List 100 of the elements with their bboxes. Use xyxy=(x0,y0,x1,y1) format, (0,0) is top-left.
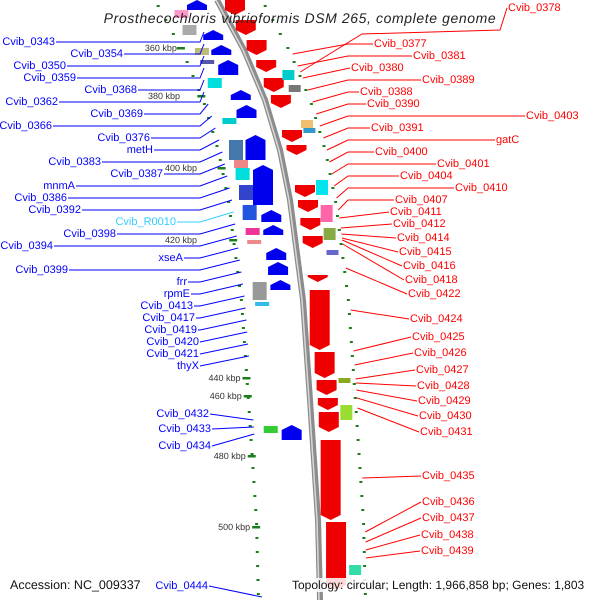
leader-line xyxy=(326,140,496,150)
leader-line xyxy=(336,188,454,198)
gene-label: Cvib_0431 xyxy=(420,426,473,438)
leader-line xyxy=(102,152,223,162)
leader-line xyxy=(200,344,249,354)
leader-line xyxy=(164,164,226,174)
leader-line xyxy=(66,56,204,66)
leader-line xyxy=(362,476,422,478)
leader-line xyxy=(210,414,254,420)
leader-line xyxy=(322,128,370,138)
gene-label: Cvib_0376 xyxy=(97,132,150,144)
gene-label: Cvib_0389 xyxy=(422,74,475,86)
leader-line xyxy=(307,80,422,90)
gene-label: xseA xyxy=(158,252,183,264)
leader-line xyxy=(76,68,204,78)
gene-label: Cvib_0438 xyxy=(421,530,474,540)
gene-label: Cvib_0400 xyxy=(375,146,428,158)
leader-line xyxy=(176,212,234,222)
leader-line xyxy=(208,586,262,598)
leader-line xyxy=(58,92,204,102)
leader-line xyxy=(150,128,216,138)
leader-line xyxy=(312,92,360,102)
gene-label: Cvib_0417 xyxy=(142,312,195,324)
leader-line xyxy=(341,238,398,252)
gene-label: Cvib_0377 xyxy=(374,38,427,50)
scale-label: 500 kbp xyxy=(218,522,250,532)
gene-label: rpmE xyxy=(164,288,190,300)
gene-label: Cvib_0435 xyxy=(422,470,475,482)
leader-line xyxy=(116,224,236,234)
leader-line xyxy=(188,272,242,282)
gene-label: Cvib_0426 xyxy=(414,348,467,358)
leader-line xyxy=(353,336,412,352)
leader-line xyxy=(212,426,254,430)
gene-label: Cvib_0444 xyxy=(155,580,208,592)
leader-line xyxy=(124,44,204,54)
accession-text: Accession: NC_009337 xyxy=(10,578,141,592)
gene-label: Cvib_0350 xyxy=(13,60,66,72)
leader-line xyxy=(355,370,416,380)
gene-label: Cvib_0387 xyxy=(110,168,163,180)
leader-line xyxy=(297,56,412,66)
gene-label: Cvib_0354 xyxy=(70,48,123,60)
leader-line xyxy=(334,176,400,186)
leader-line xyxy=(328,152,374,162)
gene-label: Cvib_0392 xyxy=(28,204,81,216)
gene-label: Cvib_0411 xyxy=(390,206,442,218)
leader-line xyxy=(342,240,402,266)
leader-line xyxy=(316,104,366,114)
genome-info-text: Topology: circular; Length: 1,966,858 bp; Genes: 1,803 xyxy=(292,578,584,592)
leader-line xyxy=(56,32,204,42)
scale-label: 360 kbp xyxy=(144,44,177,52)
gene-label: Cvib_0410 xyxy=(455,182,508,194)
gene-label: Cvib_0403 xyxy=(526,110,579,122)
gene-label: Cvib_0427 xyxy=(416,364,469,376)
gene-label: Cvib_0437 xyxy=(422,512,475,524)
gene-label: Cvib_0366 xyxy=(0,120,52,132)
leader-line xyxy=(198,320,247,330)
leader-line xyxy=(196,308,246,318)
gene-label: Cvib_0434 xyxy=(158,440,211,452)
leader-line xyxy=(338,212,390,218)
gene-label: Cvib_0428 xyxy=(417,380,470,392)
leader-line xyxy=(154,140,220,150)
gene-label: Cvib_0412 xyxy=(393,218,446,230)
gene-label: Cvib_0380 xyxy=(351,62,404,74)
gene-label: Cvib_0418 xyxy=(405,274,458,286)
scale-label: 440 kbp xyxy=(208,374,240,382)
gene-label: Cvib_0433 xyxy=(158,424,211,434)
gene-label: Cvib_0381 xyxy=(413,50,466,62)
scale-label: 460 kbp xyxy=(210,392,242,400)
leader-line xyxy=(365,534,420,550)
gene-label: metH xyxy=(126,144,153,156)
gene-label: gatC xyxy=(496,134,520,146)
gene-label: Cvib_0425 xyxy=(412,332,465,342)
gene-label: Cvib_0429 xyxy=(418,396,471,406)
gene-label: Cvib_0439 xyxy=(421,546,474,556)
leader-line xyxy=(364,502,422,532)
gene-label: thyX xyxy=(176,360,199,372)
gene-label: Cvib_0432 xyxy=(156,408,209,420)
leader-line xyxy=(302,68,350,78)
gene-label: Cvib_0391 xyxy=(371,122,424,134)
leader-line xyxy=(338,200,394,210)
leader-line xyxy=(340,224,392,228)
gene-label: Cvib_0383 xyxy=(48,156,101,168)
gene-label: Cvib_0436 xyxy=(422,496,475,508)
leader-line xyxy=(300,8,508,72)
gene-label: Cvib_R0010 xyxy=(115,216,176,228)
leader-line xyxy=(200,332,248,342)
leader-line xyxy=(357,408,420,432)
leader-line xyxy=(190,284,244,294)
leader-line xyxy=(200,356,250,366)
leader-line xyxy=(342,244,404,280)
scale-label: 380 kbp xyxy=(148,92,180,100)
gene-label: Cvib_0420 xyxy=(146,336,199,348)
leader-line xyxy=(331,164,436,174)
leader-line xyxy=(138,80,204,90)
gene-label: Cvib_0359 xyxy=(23,72,76,84)
leader-line xyxy=(76,176,228,186)
leader-line xyxy=(319,116,526,126)
scale-label: 480 kbp xyxy=(214,452,246,460)
gene-label: Cvib_0424 xyxy=(410,314,463,324)
leader-line xyxy=(340,234,396,238)
